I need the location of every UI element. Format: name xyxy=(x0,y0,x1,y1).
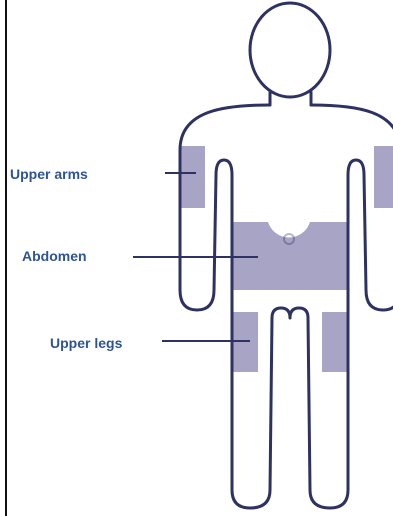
label-upper-legs: Upper legs xyxy=(50,335,122,351)
label-abdomen: Abdomen xyxy=(22,248,87,264)
zone-upper-arm-left xyxy=(181,146,205,208)
head-outline xyxy=(250,3,330,97)
label-upper-arms: Upper arms xyxy=(10,166,88,182)
body-silhouette xyxy=(180,105,393,508)
zone-upper-leg-right xyxy=(322,312,348,372)
zone-upper-arm-right xyxy=(374,146,393,208)
injection-zones xyxy=(181,146,393,372)
